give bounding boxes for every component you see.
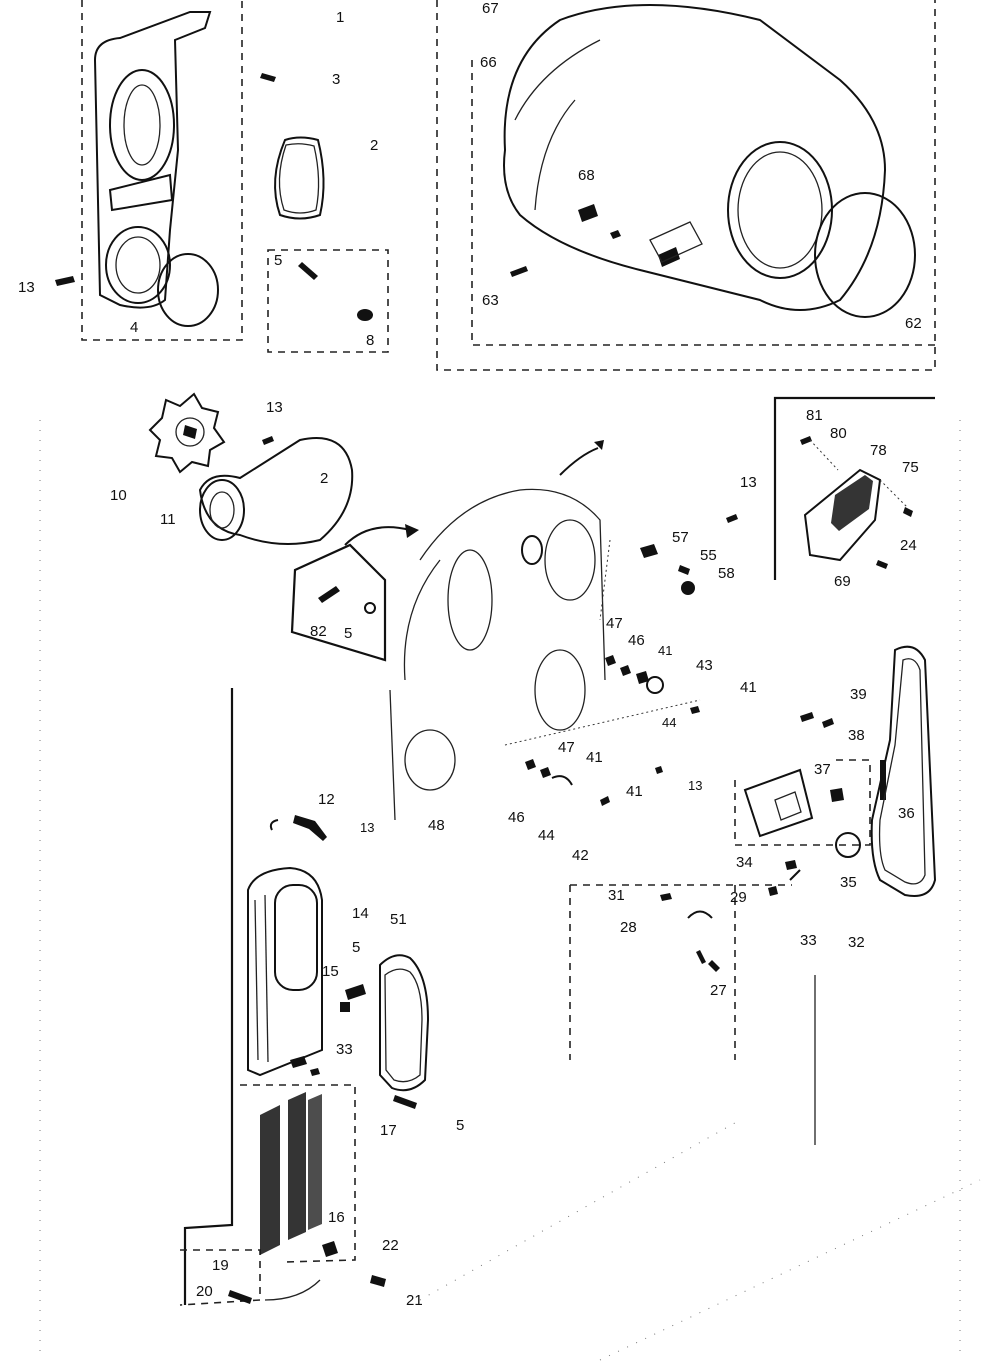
label-5: 5 bbox=[344, 625, 352, 642]
label-41: 41 bbox=[658, 643, 672, 658]
label-4: 4 bbox=[130, 319, 138, 336]
label-46: 46 bbox=[508, 809, 525, 826]
label-32: 32 bbox=[848, 934, 865, 951]
label-17: 17 bbox=[380, 1122, 397, 1139]
label-39: 39 bbox=[850, 686, 867, 703]
label-10: 10 bbox=[110, 487, 127, 504]
control-panel-group bbox=[179, 688, 430, 1306]
label-33: 33 bbox=[336, 1041, 353, 1058]
label-33: 33 bbox=[800, 932, 817, 949]
label-51: 51 bbox=[390, 911, 407, 928]
label-57: 57 bbox=[672, 529, 689, 546]
label-38: 38 bbox=[848, 727, 865, 744]
label-16: 16 bbox=[328, 1209, 345, 1226]
label-44: 44 bbox=[662, 715, 676, 730]
label-29: 29 bbox=[730, 889, 747, 906]
label-67: 67 bbox=[482, 0, 499, 17]
label-80: 80 bbox=[830, 425, 847, 442]
label-41: 41 bbox=[740, 679, 757, 696]
label-48: 48 bbox=[428, 817, 445, 834]
label-66: 66 bbox=[480, 54, 497, 71]
label-28: 28 bbox=[620, 919, 637, 936]
label-24: 24 bbox=[900, 537, 917, 554]
label-37: 37 bbox=[814, 761, 831, 778]
label-5: 5 bbox=[352, 939, 360, 956]
label-82: 82 bbox=[310, 623, 327, 640]
label-22: 22 bbox=[382, 1237, 399, 1254]
label-81: 81 bbox=[806, 407, 823, 424]
label-41: 41 bbox=[586, 749, 603, 766]
label-42: 42 bbox=[572, 847, 589, 864]
label-1: 1 bbox=[336, 9, 344, 26]
label-44: 44 bbox=[538, 827, 555, 844]
label-47: 47 bbox=[558, 739, 575, 756]
label-21: 21 bbox=[406, 1292, 423, 1309]
label-13: 13 bbox=[360, 820, 374, 835]
drum-assembly-group bbox=[436, 0, 936, 371]
label-8: 8 bbox=[366, 332, 374, 349]
motor-housing-group bbox=[389, 440, 738, 821]
label-62: 62 bbox=[905, 315, 922, 332]
label-47: 47 bbox=[606, 615, 623, 632]
background-speckle bbox=[39, 420, 981, 1361]
label-36: 36 bbox=[898, 805, 915, 822]
label-68: 68 bbox=[578, 167, 595, 184]
label-13: 13 bbox=[18, 279, 35, 296]
door-assembly-group bbox=[55, 0, 389, 353]
label-78: 78 bbox=[870, 442, 887, 459]
label-15: 15 bbox=[322, 963, 339, 980]
label-46: 46 bbox=[628, 632, 645, 649]
label-35: 35 bbox=[840, 874, 857, 891]
belt-idler-group bbox=[734, 645, 937, 897]
bracket-box-group bbox=[569, 869, 816, 1145]
label-13: 13 bbox=[740, 474, 757, 491]
label-34: 34 bbox=[736, 854, 753, 871]
label-3: 3 bbox=[332, 71, 340, 88]
part-number-labels: 1 3 2 5 8 4 13 67 66 68 63 62 13 2 10 11… bbox=[18, 0, 922, 1309]
label-69: 69 bbox=[834, 573, 851, 590]
label-58: 58 bbox=[718, 565, 735, 582]
label-5: 5 bbox=[456, 1117, 464, 1134]
blower-assembly-group bbox=[148, 392, 419, 662]
label-43: 43 bbox=[696, 657, 713, 674]
label-19: 19 bbox=[212, 1257, 229, 1274]
label-2: 2 bbox=[320, 470, 328, 487]
heater-inset-group bbox=[773, 396, 935, 580]
label-55: 55 bbox=[700, 547, 717, 564]
label-13: 13 bbox=[266, 399, 283, 416]
label-27: 27 bbox=[710, 982, 727, 999]
label-11: 11 bbox=[160, 511, 176, 528]
label-2: 2 bbox=[370, 137, 378, 154]
label-63: 63 bbox=[482, 292, 499, 309]
label-20: 20 bbox=[196, 1283, 213, 1300]
label-14: 14 bbox=[352, 905, 369, 922]
label-75: 75 bbox=[902, 459, 919, 476]
label-5: 5 bbox=[274, 252, 282, 269]
label-12: 12 bbox=[318, 791, 335, 808]
label-41: 41 bbox=[626, 783, 643, 800]
label-13: 13 bbox=[688, 778, 702, 793]
label-31: 31 bbox=[608, 887, 625, 904]
